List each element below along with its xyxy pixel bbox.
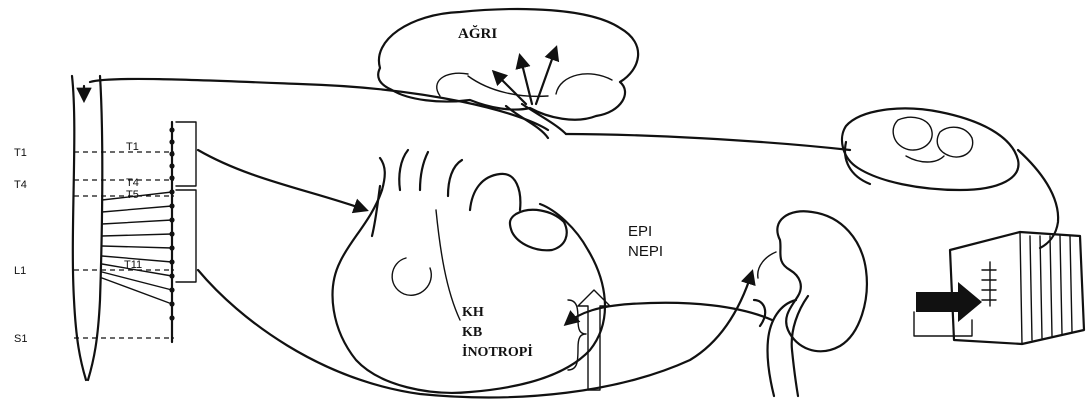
spinal-cord-section [842, 108, 1058, 248]
cord-level-t4: T4 [126, 177, 139, 189]
effect-kh: KH [462, 305, 484, 320]
ascending-pathway [566, 134, 850, 150]
kidney [758, 211, 867, 396]
effect-inotropi: İNOTROPİ [462, 343, 533, 360]
cord-level-t5: T5 [126, 189, 139, 201]
spine-level-l1: L1 [14, 265, 26, 277]
descending-pathway [90, 79, 548, 130]
hormone-epi: EPI [628, 223, 652, 240]
pain-label: AĞRI [458, 25, 497, 42]
cord-level-t11: T11 [124, 259, 142, 271]
tissue-block [914, 232, 1084, 344]
cord-level-t1: T1 [126, 141, 139, 153]
hormone-arrow [566, 303, 772, 324]
spine-level-s1: S1 [14, 333, 27, 345]
spinal-column [72, 76, 196, 380]
cardiac-sympathetic-arrow [198, 150, 366, 210]
brain [378, 9, 638, 138]
effect-kb: KB [462, 325, 482, 340]
hormone-nepi: NEPI [628, 243, 663, 260]
spine-level-t4: T4 [14, 179, 27, 191]
spine-level-t1: T1 [14, 147, 27, 159]
